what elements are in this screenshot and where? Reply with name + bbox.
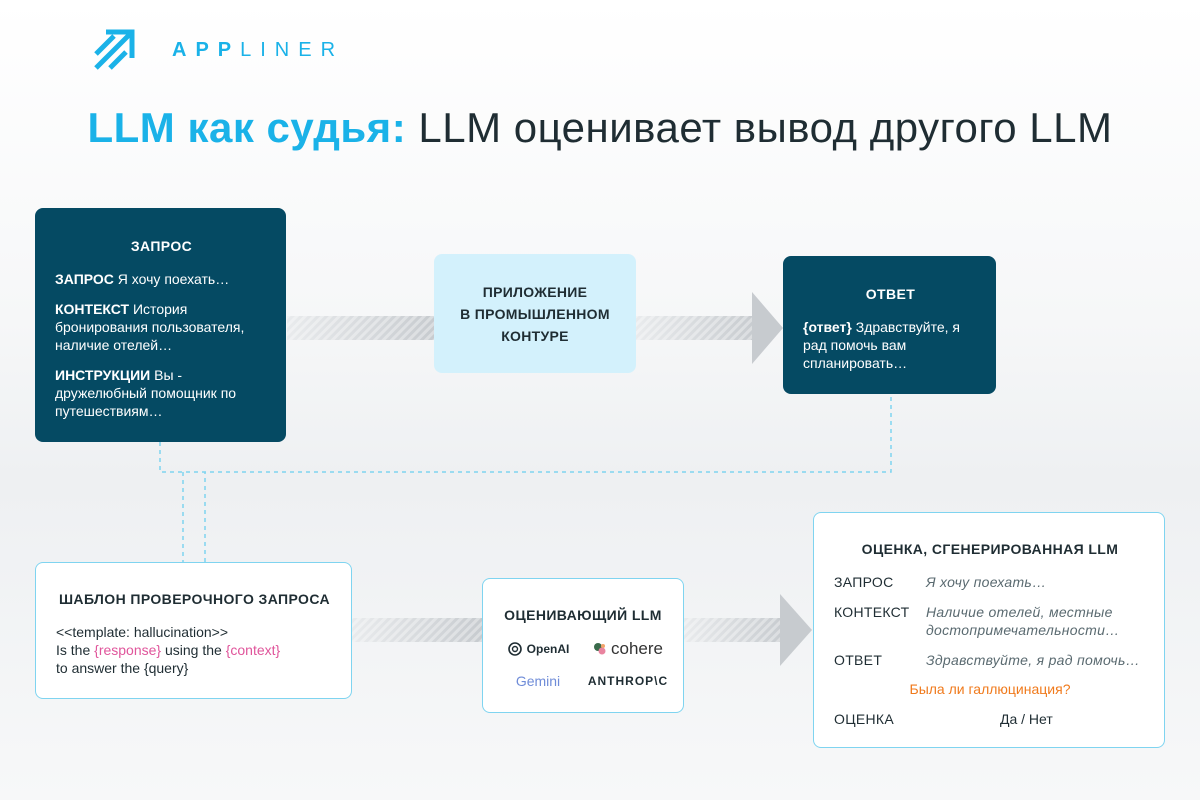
- template-line-2: Is the {response} using the {context}: [56, 642, 281, 658]
- page-title: LLM как судья: LLM оценивает вывод друго…: [0, 104, 1200, 152]
- eval-card-heading: ОЦЕНКА, СГЕНЕРИРОВАННАЯ LLM: [861, 541, 1119, 557]
- cohere-icon: [594, 643, 606, 655]
- judge-card-heading: ОЦЕНИВАЮЩИЙ LLM: [504, 607, 662, 623]
- query-card-heading: ЗАПРОС: [130, 238, 193, 254]
- template-card: ШАБЛОН ПРОВЕРОЧНОГО ЗАПРОСА <<template: …: [35, 562, 352, 699]
- openai-icon: [507, 642, 522, 656]
- gemini-logo: Gemini: [515, 673, 561, 689]
- production-app-box: ПРИЛОЖЕНИЕ В ПРОМЫШЛЕННОМ КОНТУРЕ: [434, 254, 636, 373]
- answer-card: ОТВЕТ {ответ} Здравствуйте, я рад помочь…: [783, 256, 996, 394]
- app-box-line: КОНТУРЕ: [501, 327, 569, 344]
- brand-name: APPLINER: [172, 38, 345, 61]
- title-rest: LLM оценивает вывод другого LLM: [406, 104, 1113, 151]
- app-box-line: ПРИЛОЖЕНИЕ: [482, 283, 588, 300]
- answer-line: {ответ} Здравствуйте, я рад помочь вам с…: [803, 319, 960, 371]
- cohere-logo: cohere: [593, 639, 663, 659]
- hallucination-question: Была ли галлюцинация?: [909, 681, 1071, 697]
- appliner-logo-icon: [94, 29, 135, 70]
- dashed-connectors: [159, 394, 892, 562]
- app-box-line: В ПРОМЫШЛЕННОМ: [460, 305, 610, 322]
- query-card: ЗАПРОС ЗАПРОС Я хочу поехать… КОНТЕКСТ И…: [35, 208, 286, 442]
- arrow-app-to-answer: [636, 292, 783, 364]
- anthropic-logo: ANTHROP\C: [587, 674, 669, 688]
- template-card-heading: ШАБЛОН ПРОВЕРОЧНОГО ЗАПРОСА: [58, 591, 331, 607]
- template-line-3: to answer the {query}: [56, 660, 189, 676]
- instructions-line: ИНСТРУКЦИИ Вы - дружелюбный помощник по …: [55, 367, 237, 419]
- answer-card-heading: ОТВЕТ: [865, 286, 916, 302]
- template-line-1: <<template: hallucination>>: [56, 624, 229, 640]
- arrow-query-to-app: [287, 316, 434, 340]
- context-line: КОНТЕКСТ История бронирования пользовате…: [55, 301, 245, 353]
- openai-logo: OpenAI: [507, 641, 569, 657]
- arrow-template-to-judge: [352, 618, 482, 642]
- arrow-judge-to-eval: [684, 594, 812, 666]
- judge-llm-card: ОЦЕНИВАЮЩИЙ LLM OpenAI cohere Gemini ANT…: [482, 578, 684, 713]
- query-line: ЗАПРОС Я хочу поехать…: [55, 271, 230, 287]
- brand-logo: APPLINER: [92, 28, 344, 72]
- title-accent: LLM как судья:: [87, 104, 407, 151]
